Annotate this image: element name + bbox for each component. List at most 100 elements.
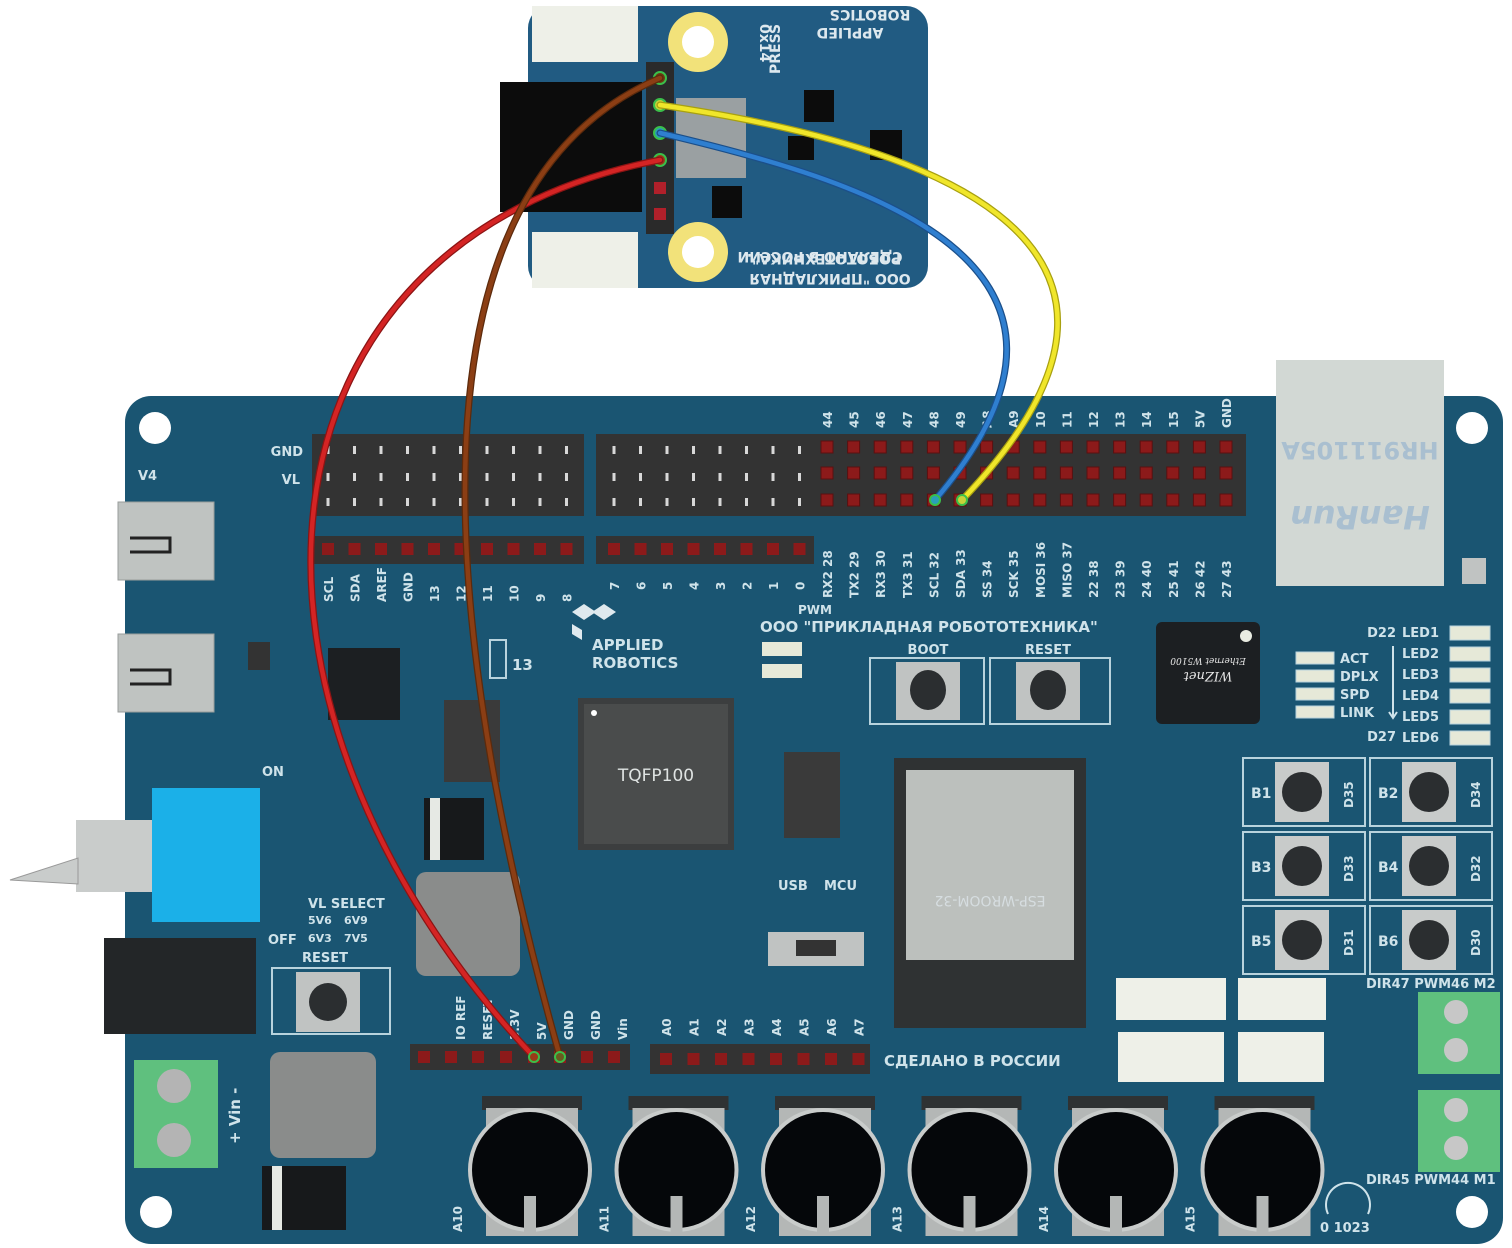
potentiometer-a15[interactable] xyxy=(1200,1096,1325,1236)
rj45-jack[interactable]: HR911105A HanRun xyxy=(1276,360,1444,586)
analog-pin[interactable] xyxy=(742,1053,755,1065)
analog-pin[interactable] xyxy=(797,1053,810,1065)
user-button-b1[interactable] xyxy=(1242,757,1366,827)
rail-pin xyxy=(432,446,436,454)
potentiometer-a10[interactable] xyxy=(468,1096,592,1236)
usb-mcu-slide-switch[interactable] xyxy=(768,932,864,966)
digital-pin[interactable] xyxy=(634,543,647,555)
digital-pin[interactable] xyxy=(714,543,726,555)
digital-pin[interactable] xyxy=(793,543,806,555)
analog-pin[interactable] xyxy=(852,1053,865,1065)
digital-pin[interactable] xyxy=(375,543,387,555)
io-pin[interactable] xyxy=(1086,493,1100,507)
analog-pin[interactable] xyxy=(770,1053,782,1065)
io-pin[interactable] xyxy=(1113,466,1127,480)
wire-yellow-sda-to-sda33[interactable] xyxy=(657,102,1060,503)
io-pin[interactable] xyxy=(980,440,994,454)
io-pin[interactable] xyxy=(926,440,940,454)
io-pin[interactable] xyxy=(1139,493,1153,507)
io-pin[interactable] xyxy=(1033,493,1047,507)
power-pin[interactable] xyxy=(445,1051,457,1063)
user-button-b2[interactable] xyxy=(1369,757,1493,827)
io-pin[interactable] xyxy=(873,440,887,454)
analog-pin[interactable] xyxy=(660,1053,672,1065)
io-pin[interactable] xyxy=(847,466,861,480)
io-pin[interactable] xyxy=(1219,466,1233,480)
io-pin[interactable] xyxy=(873,493,887,507)
power-pin[interactable] xyxy=(472,1051,484,1063)
power-pin[interactable] xyxy=(581,1051,593,1063)
user-button-b4[interactable] xyxy=(1369,831,1493,901)
io-pin[interactable] xyxy=(1059,493,1073,507)
io-pin[interactable] xyxy=(1219,493,1233,507)
io-pin[interactable] xyxy=(1139,466,1153,480)
user-button-b6[interactable] xyxy=(1369,905,1493,975)
wire-brown-gnd-to-gnd[interactable] xyxy=(462,75,663,1060)
user-button-b5[interactable] xyxy=(1242,905,1366,975)
potentiometer-a14[interactable] xyxy=(1054,1096,1178,1236)
reset-button-left[interactable] xyxy=(271,967,391,1035)
analog-pin[interactable] xyxy=(715,1053,727,1065)
digital-pin[interactable] xyxy=(560,543,573,555)
io-pin[interactable] xyxy=(1192,493,1206,507)
io-pin[interactable] xyxy=(900,440,914,454)
io-pin[interactable] xyxy=(820,440,834,454)
io-pin[interactable] xyxy=(1006,466,1020,480)
reset-button[interactable] xyxy=(989,657,1111,725)
rail-pin xyxy=(692,498,695,506)
io-pin[interactable] xyxy=(820,466,834,480)
digital-pin[interactable] xyxy=(481,543,493,555)
io-pin[interactable] xyxy=(847,493,861,507)
potentiometer-a11[interactable] xyxy=(614,1096,739,1236)
digital-pin[interactable] xyxy=(534,543,546,555)
digital-pin[interactable] xyxy=(322,543,334,555)
user-button-b3[interactable] xyxy=(1242,831,1366,901)
digital-pin[interactable] xyxy=(687,543,700,555)
io-pin[interactable] xyxy=(1192,466,1206,480)
digital-pin[interactable] xyxy=(608,543,620,555)
io-pin[interactable] xyxy=(900,466,914,480)
digital-pin[interactable] xyxy=(661,543,673,555)
potentiometer-a12[interactable] xyxy=(761,1096,885,1236)
rail-pin xyxy=(459,498,462,506)
digital-pin[interactable] xyxy=(767,543,779,555)
io-pin[interactable] xyxy=(1086,466,1100,480)
wire-blue-scl-to-scl32[interactable] xyxy=(657,130,1009,503)
potentiometer-a13[interactable] xyxy=(907,1096,1032,1236)
io-pin[interactable] xyxy=(1113,493,1127,507)
io-pin[interactable] xyxy=(1219,440,1233,454)
io-pin[interactable] xyxy=(1139,440,1153,454)
io-pin[interactable] xyxy=(1166,466,1180,480)
power-pin[interactable] xyxy=(608,1051,620,1063)
io-pin[interactable] xyxy=(980,493,994,507)
io-pin[interactable] xyxy=(1059,440,1073,454)
io-pin[interactable] xyxy=(1113,440,1127,454)
eth-reset-button[interactable] xyxy=(1462,558,1486,584)
io-pin[interactable] xyxy=(953,440,967,454)
boot-button[interactable] xyxy=(869,657,985,725)
io-pin[interactable] xyxy=(873,466,887,480)
digital-pin[interactable] xyxy=(401,543,414,555)
io-pin[interactable] xyxy=(1086,440,1100,454)
io-pin[interactable] xyxy=(1166,493,1180,507)
digital-pin[interactable] xyxy=(740,543,753,555)
io-pin[interactable] xyxy=(1033,440,1047,454)
io-pin[interactable] xyxy=(1059,466,1073,480)
analog-pin[interactable] xyxy=(687,1053,700,1065)
wire-red-vcc-to-5v[interactable] xyxy=(308,157,663,1060)
digital-pin[interactable] xyxy=(428,543,440,555)
power-pin[interactable] xyxy=(500,1051,512,1063)
power-toggle-switch[interactable] xyxy=(9,788,260,922)
io-pin[interactable] xyxy=(820,493,834,507)
digital-pin[interactable] xyxy=(507,543,520,555)
io-pin[interactable] xyxy=(1006,493,1020,507)
digital-pin[interactable] xyxy=(348,543,361,555)
io-pin[interactable] xyxy=(1192,440,1206,454)
analog-pin[interactable] xyxy=(825,1053,837,1065)
io-pin[interactable] xyxy=(926,466,940,480)
io-pin[interactable] xyxy=(1033,466,1047,480)
io-pin[interactable] xyxy=(847,440,861,454)
io-pin[interactable] xyxy=(900,493,914,507)
power-pin[interactable] xyxy=(418,1051,430,1063)
io-pin[interactable] xyxy=(1166,440,1180,454)
